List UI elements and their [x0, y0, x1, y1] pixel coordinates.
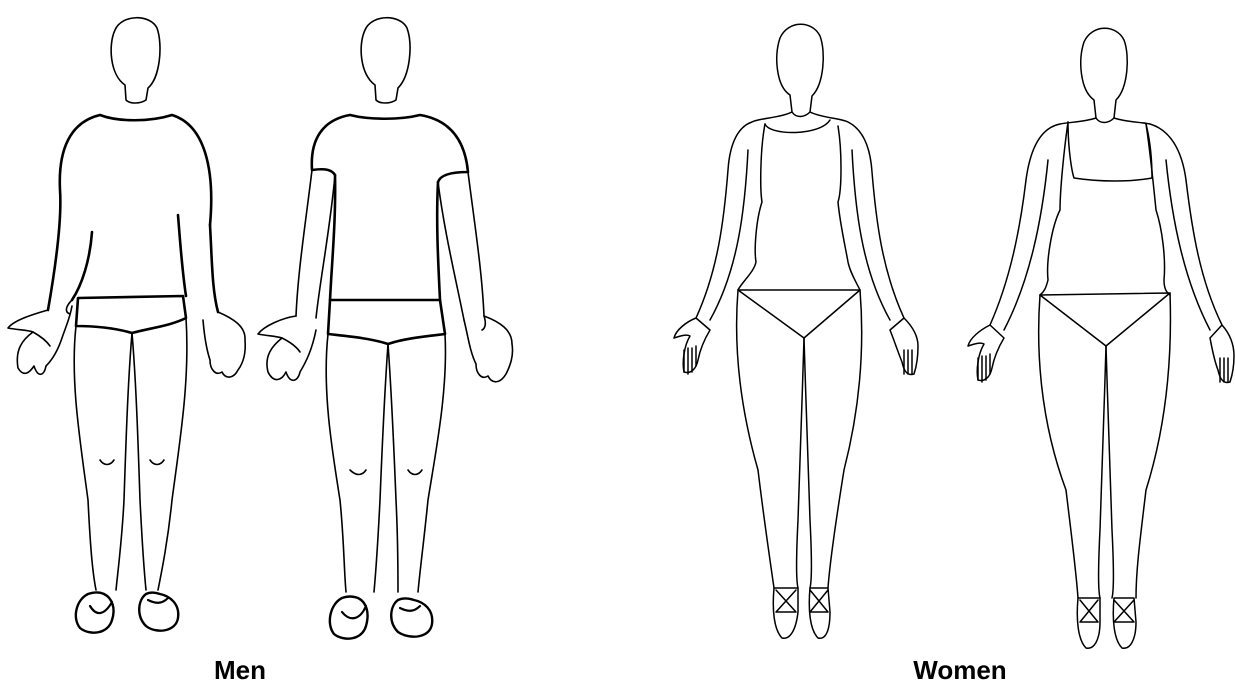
man-back-figure	[258, 18, 513, 639]
man-back-left-hand	[258, 316, 316, 380]
man-front-figure	[8, 18, 245, 633]
man-front-left-leg	[74, 326, 96, 590]
woman-front-right-shoe	[809, 588, 830, 638]
man-back-right-foot	[391, 599, 432, 637]
man-front-shirt	[48, 115, 211, 310]
woman-front-briefs	[738, 290, 860, 338]
woman-front-head	[777, 24, 823, 116]
woman-back-head	[1081, 28, 1127, 122]
woman-front-left-shoe	[773, 588, 798, 638]
woman-back-right-shoe	[1113, 598, 1136, 648]
woman-front-figure	[674, 24, 918, 638]
man-front-left-hand	[8, 306, 72, 374]
man-front-right-leg	[158, 318, 187, 590]
man-back-right-leg	[418, 334, 445, 592]
man-front-right-foot	[139, 593, 178, 631]
woman-back-left-leg	[1039, 295, 1078, 598]
man-front-shorts	[76, 296, 186, 333]
men-label: Men	[120, 650, 360, 690]
woman-front-top	[765, 120, 830, 133]
woman-back-right-leg	[1136, 293, 1170, 598]
man-back-head	[361, 18, 410, 103]
woman-back-figure	[968, 28, 1234, 648]
woman-back-briefs	[1040, 293, 1170, 346]
woman-back-left-shoe	[1077, 598, 1100, 648]
woman-front-right-leg	[828, 290, 862, 588]
women-label: Women	[840, 650, 1080, 690]
man-back-left-leg	[326, 334, 346, 592]
man-back-shirt	[312, 115, 468, 182]
woman-front-left-leg	[737, 290, 774, 588]
man-back-shorts	[328, 300, 445, 344]
woman-back-top	[1068, 122, 1152, 181]
man-back-right-hand	[464, 316, 513, 382]
man-front-right-hand	[203, 312, 245, 377]
woman-back-right-hand	[1210, 325, 1234, 383]
man-front-head	[111, 18, 160, 103]
